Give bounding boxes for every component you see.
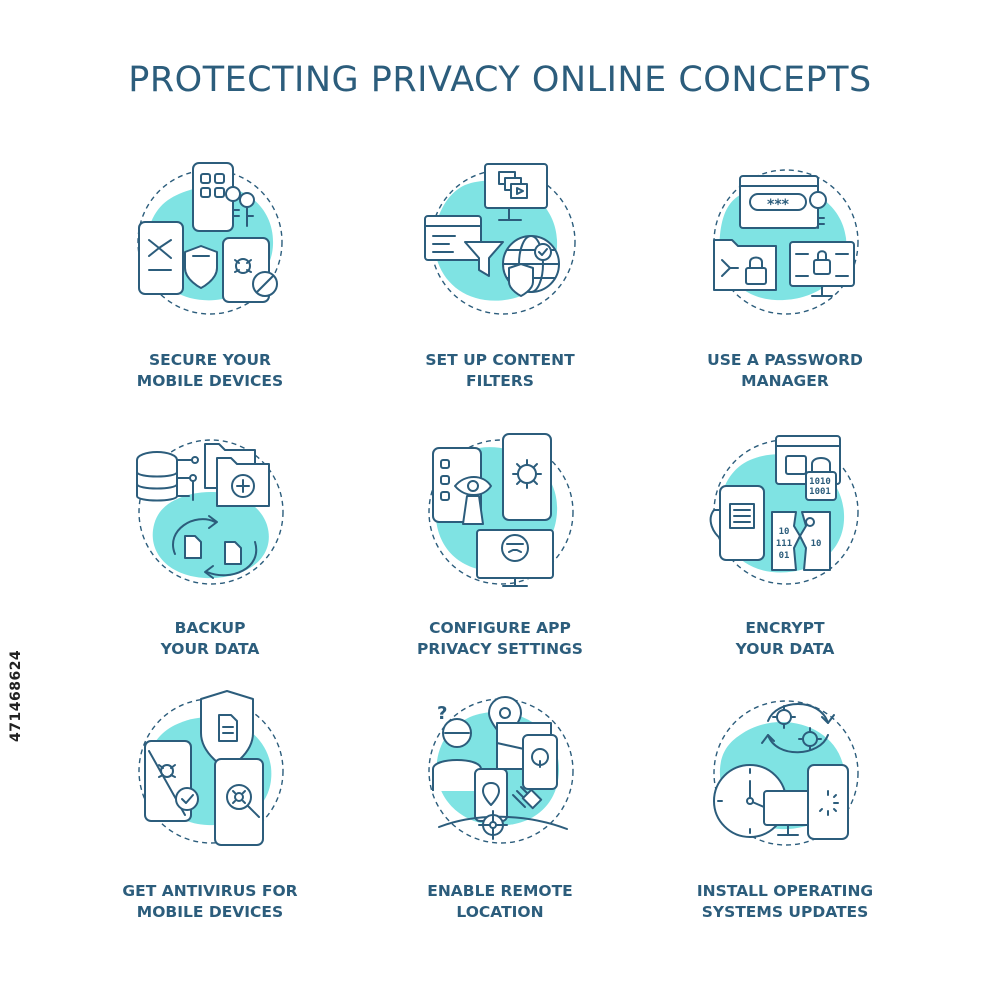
password-manager-icon: *** [713,169,859,315]
concept-card-antivirus: GET ANTIVIRUS FOR MOBILE DEVICES [80,690,340,955]
binary-text-4: 111 [776,539,792,549]
concept-label: CONFIGURE APP PRIVACY SETTINGS [417,619,583,658]
concept-card-secure-mobile: SECURE YOUR MOBILE DEVICES [80,160,340,420]
concept-label: ENABLE REMOTE LOCATION [427,882,573,921]
concept-label: USE A PASSWORD MANAGER [707,351,863,390]
concept-card-remote-location: ? ENABLE REMOTE LOCATION [370,695,630,955]
concept-card-password-manager: *** USE A PASSWORD MANAGER [655,160,915,420]
remote-location-icon: ? [428,696,574,844]
password-mask: *** [767,197,790,213]
concept-label: SET UP CONTENT FILTERS [425,351,575,390]
binary-text-5: 01 [779,551,790,561]
page-title: PROTECTING PRIVACY ONLINE CONCEPTS [128,60,872,100]
concept-label: ENCRYPT YOUR DATA [735,619,835,658]
data-encryption-icon: 1010 1001 10 111 01 10 [709,435,859,585]
concept-card-encrypt-data: 1010 1001 10 111 01 10 ENCRYPT YOUR DATA [655,430,915,690]
concept-label: GET ANTIVIRUS FOR MOBILE DEVICES [122,882,298,921]
concept-card-backup-data: BACKUP YOUR DATA [80,430,340,690]
binary-text-2: 1001 [809,487,831,497]
concept-label: BACKUP YOUR DATA [160,619,260,658]
binary-text-6: 10 [811,539,822,549]
binary-text-1: 1010 [809,477,831,487]
content-filter-icon [424,163,576,315]
stock-id-watermark: 471468624 [8,649,24,742]
concept-card-content-filters: SET UP CONTENT FILTERS [370,160,630,420]
question-mark: ? [437,703,447,724]
mobile-security-icon [137,162,283,315]
binary-text-3: 10 [779,527,790,537]
data-backup-icon [136,439,284,585]
concept-label: INSTALL OPERATING SYSTEMS UPDATES [696,882,874,921]
mobile-antivirus-icon [138,690,284,846]
concept-card-os-updates: INSTALL OPERATING SYSTEMS UPDATES [655,695,915,955]
concept-label: SECURE YOUR MOBILE DEVICES [136,351,284,390]
concept-card-app-privacy: CONFIGURE APP PRIVACY SETTINGS [370,430,630,690]
app-privacy-settings-icon [428,433,574,587]
os-updates-icon [713,700,859,846]
